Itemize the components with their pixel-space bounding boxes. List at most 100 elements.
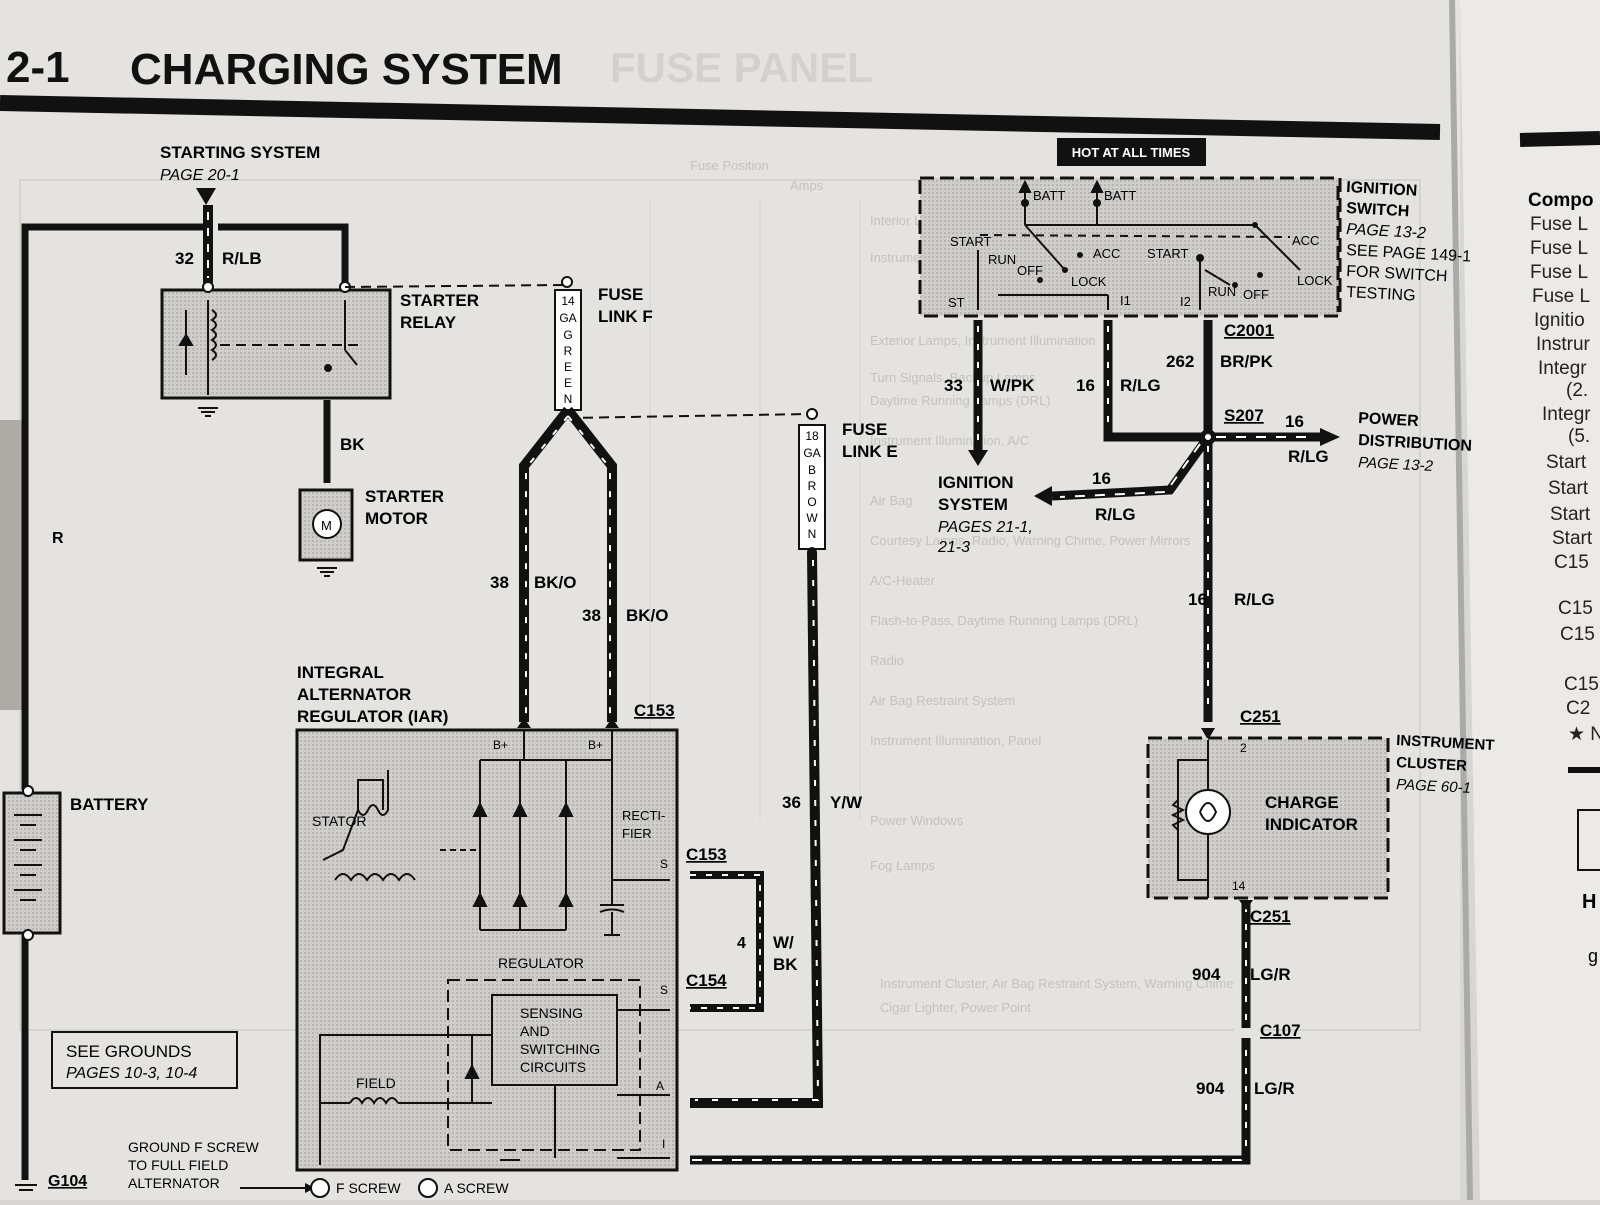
starter-motor-label: MOTOR xyxy=(365,509,428,528)
svg-text:Power Windows: Power Windows xyxy=(870,813,964,828)
wire-38a-circuit: 38 xyxy=(490,573,509,592)
ignition-system-label: IGNITION xyxy=(938,473,1014,492)
svg-text:Instrur: Instrur xyxy=(1536,334,1591,355)
connector-arrow-icon xyxy=(1201,728,1215,740)
fuse-link-e xyxy=(798,424,826,550)
svg-text:O: O xyxy=(807,495,816,509)
connector-c154: C154 xyxy=(686,971,727,990)
svg-text:Fuse L: Fuse L xyxy=(1530,238,1588,259)
wire-904a-circuit: 904 xyxy=(1192,965,1221,984)
relay-terminal-icon xyxy=(202,281,214,293)
hot-at-all-times-badge xyxy=(1057,138,1206,166)
svg-text:Fog Lamps: Fog Lamps xyxy=(870,858,936,873)
svg-text:A/C-Heater: A/C-Heater xyxy=(870,573,936,588)
wire-16c-circuit: 16 xyxy=(1188,590,1207,609)
svg-text:Start: Start xyxy=(1552,528,1593,549)
right-page-heading: Compo xyxy=(1528,190,1593,211)
svg-text:Flash-to-Pass, Daytime Running: Flash-to-Pass, Daytime Running Lamps (DR… xyxy=(870,613,1138,628)
wire-262-circuit: 262 xyxy=(1166,352,1194,371)
ignition-switch-internals-text: BATT BATT START RUN OFF ACC LOCK START A… xyxy=(948,188,1333,310)
wire-16a-circuit: 16 xyxy=(1076,376,1095,395)
svg-text:Instrument Illumination, Panel: Instrument Illumination, Panel xyxy=(870,733,1041,748)
wire-32-color: R/LB xyxy=(222,249,262,268)
ignition-system-pages: 21-3 xyxy=(937,539,970,556)
svg-text:(5.: (5. xyxy=(1568,426,1590,447)
arrow-left-icon xyxy=(1034,486,1052,506)
starter-relay-label: STARTER xyxy=(400,291,479,310)
svg-text:Fuse L: Fuse L xyxy=(1530,214,1588,235)
svg-text:Fuse L: Fuse L xyxy=(1532,286,1590,307)
connector-c153: C153 xyxy=(634,701,675,720)
svg-text:SEE PAGE 149-1: SEE PAGE 149-1 xyxy=(1346,242,1472,266)
field-circuit-icon xyxy=(319,1009,670,1165)
connector-s207: S207 xyxy=(1224,406,1264,425)
svg-text:C15: C15 xyxy=(1564,674,1599,695)
wire-38b-color: BK/O xyxy=(626,606,669,625)
svg-text:(2.: (2. xyxy=(1566,380,1588,401)
battery-terminal-icon xyxy=(22,929,34,941)
power-distribution-label: DISTRIBUTION xyxy=(1358,432,1473,455)
svg-text:Ignitio: Ignitio xyxy=(1534,310,1585,331)
sensing-label: CIRCUITS xyxy=(520,1059,586,1075)
iar-label: ALTERNATOR xyxy=(297,685,411,704)
svg-text:Integr: Integr xyxy=(1538,358,1587,379)
svg-text:Courtesy Lamps, Radio, Warning: Courtesy Lamps, Radio, Warning Chime, Po… xyxy=(870,533,1191,548)
connector-c251: C251 xyxy=(1240,707,1281,726)
wire-4-color: BK xyxy=(773,955,798,974)
svg-text:N: N xyxy=(564,392,573,406)
svg-text:B: B xyxy=(808,463,816,477)
wire-904a-color: LG/R xyxy=(1250,965,1291,984)
svg-text:Start: Start xyxy=(1546,452,1587,473)
svg-text:ST: ST xyxy=(948,295,965,310)
instrument-cluster-page: PAGE 60-1 xyxy=(1396,776,1472,797)
right-page-box xyxy=(1577,809,1600,871)
svg-text:Instrument Illumination, A/C: Instrument Illumination, A/C xyxy=(870,433,1029,448)
ground-icon xyxy=(317,567,337,577)
svg-text:ACC: ACC xyxy=(1292,233,1319,248)
svg-text:Fuse Position: Fuse Position xyxy=(690,158,769,173)
screw-icon xyxy=(418,1178,438,1198)
header-rule xyxy=(0,95,1441,140)
arrow-down-icon xyxy=(968,450,988,466)
svg-text:★ N: ★ N xyxy=(1568,724,1600,745)
svg-text:C15: C15 xyxy=(1560,624,1595,645)
wire-32-circuit: 32 xyxy=(175,249,194,268)
pin-label: 2 xyxy=(1240,741,1247,755)
svg-text:I1: I1 xyxy=(1120,293,1131,308)
svg-text:SWITCH: SWITCH xyxy=(1346,200,1410,220)
right-page-h: H xyxy=(1582,891,1596,913)
svg-text:IGNITION: IGNITION xyxy=(1346,179,1418,200)
charge-indicator-label: INDICATOR xyxy=(1265,815,1358,834)
page-gutter xyxy=(1449,0,1473,1201)
svg-text:C15: C15 xyxy=(1554,552,1589,573)
svg-text:R: R xyxy=(564,344,573,358)
field-label: FIELD xyxy=(356,1075,396,1091)
ground-f-label: ALTERNATOR xyxy=(128,1175,220,1191)
charge-indicator-label: CHARGE xyxy=(1265,793,1339,812)
wire-262-color: BR/PK xyxy=(1220,352,1274,371)
ghost-heading: FUSE PANEL xyxy=(610,44,873,91)
starting-system-page: PAGE 20-1 xyxy=(160,167,240,184)
wire-36 xyxy=(690,551,824,1108)
wire-38-pair xyxy=(519,406,617,722)
ground-f-label: GROUND F SCREW xyxy=(128,1139,259,1155)
wire-904b-color: LG/R xyxy=(1254,1079,1295,1098)
fuse-terminal-icon xyxy=(561,276,573,288)
right-page-rule xyxy=(1519,131,1600,147)
arrow-down-icon xyxy=(196,188,216,205)
wire-bk-label: BK xyxy=(340,435,365,454)
svg-text:W: W xyxy=(806,511,818,525)
right-page-paper xyxy=(1460,0,1600,1200)
svg-text:Fuse L: Fuse L xyxy=(1530,262,1588,283)
svg-text:E: E xyxy=(564,360,572,374)
ghost-table xyxy=(19,179,1421,1031)
iar-label: REGULATOR (IAR) xyxy=(297,707,448,726)
lamp-filament-icon xyxy=(1199,802,1218,822)
svg-text:Radio: Radio xyxy=(870,653,904,668)
power-distribution-label: POWER xyxy=(1358,410,1420,430)
connector-arrow-icon xyxy=(605,718,619,728)
starter-relay-label: RELAY xyxy=(400,313,457,332)
wire-r-label: R xyxy=(52,530,64,547)
wire-16pd-color: R/LG xyxy=(1288,447,1329,466)
